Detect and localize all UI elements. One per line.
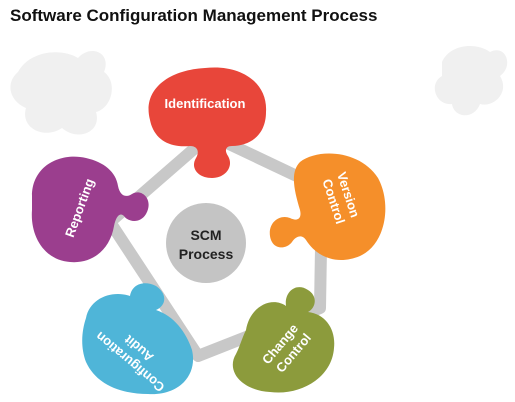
piece-configuration-audit: Configuration Audit bbox=[82, 283, 194, 395]
center-label-line2: Process bbox=[179, 246, 234, 262]
piece-version-control: Version Control bbox=[269, 153, 386, 261]
diagram-title: Software Configuration Management Proces… bbox=[10, 6, 378, 25]
piece-identification-shape bbox=[148, 67, 267, 178]
piece-change-control-shape bbox=[232, 287, 335, 393]
piece-reporting: Reporting bbox=[31, 156, 149, 263]
label-identification: Identification bbox=[165, 96, 246, 111]
watermark-puzzle-left bbox=[10, 50, 112, 135]
piece-configuration-audit-shape bbox=[82, 283, 194, 395]
watermark-puzzle-right bbox=[434, 46, 508, 116]
piece-change-control: Change Control bbox=[232, 287, 335, 393]
center-label-line1: SCM bbox=[190, 227, 221, 243]
piece-reporting-shape bbox=[31, 156, 149, 263]
piece-version-control-shape bbox=[269, 153, 386, 261]
scm-process-center bbox=[166, 203, 246, 283]
piece-identification: Identification bbox=[148, 67, 267, 178]
